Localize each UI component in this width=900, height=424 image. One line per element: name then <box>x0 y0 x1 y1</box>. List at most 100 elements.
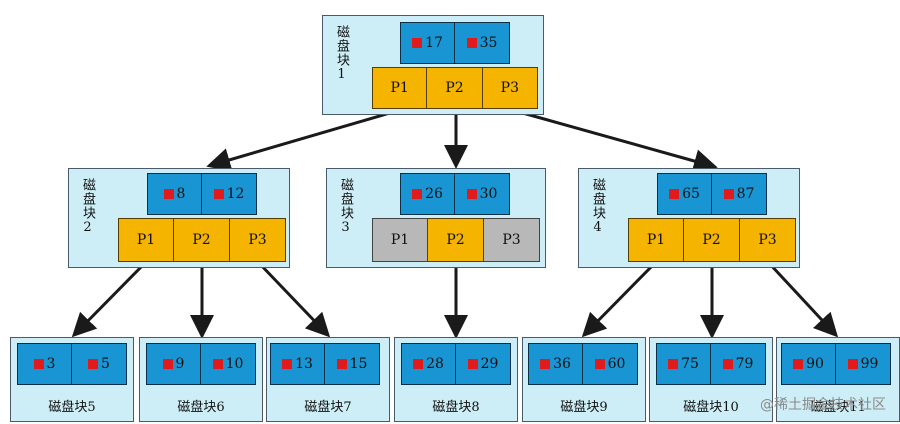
key-cell: 36 <box>528 343 583 385</box>
disk-block-label: 磁盘块1 <box>334 25 349 83</box>
disk-block-label: 磁盘块9 <box>560 400 608 415</box>
pointer-cell: P2 <box>684 218 740 262</box>
pointer-cell: P1 <box>118 218 174 262</box>
disk-block-label: 磁盘块2 <box>80 178 95 236</box>
key-cell: 3 <box>17 343 72 385</box>
key-value: 60 <box>607 356 626 372</box>
key-value: 36 <box>553 356 571 372</box>
pointer-arrow <box>256 260 331 338</box>
key-cell: 35 <box>455 22 510 64</box>
disk-block-label: 磁盘块11 <box>810 400 866 415</box>
key-cell: 60 <box>583 343 638 385</box>
key-cell: 65 <box>657 173 712 215</box>
key-value: 8 <box>176 186 186 202</box>
disk-block-label: 磁盘块10 <box>683 400 739 415</box>
marker-square-icon <box>669 189 680 199</box>
marker-square-icon <box>413 359 424 369</box>
key-cell: 79 <box>711 343 766 385</box>
marker-square-icon <box>162 359 173 369</box>
key-value: 35 <box>479 35 498 51</box>
pointer-cell: P3 <box>740 218 796 262</box>
key-cell: 75 <box>656 343 711 385</box>
key-row: 26 30 <box>400 173 510 215</box>
pointer-cell: P1 <box>372 218 428 262</box>
marker-square-icon <box>163 189 174 199</box>
pointer-cell: P3 <box>482 67 538 109</box>
marker-square-icon <box>723 189 734 199</box>
marker-square-icon <box>212 359 223 369</box>
marker-square-icon <box>213 189 224 199</box>
pointer-cell: P1 <box>628 218 684 262</box>
disk-block-label: 磁盘块6 <box>177 400 225 415</box>
pointer-cell: P2 <box>174 218 230 262</box>
key-value: 5 <box>101 356 110 372</box>
key-value: 10 <box>225 356 244 372</box>
key-value: 17 <box>425 35 443 51</box>
key-cell: 9 <box>146 343 201 385</box>
marker-square-icon <box>33 359 44 369</box>
marker-square-icon <box>336 359 347 369</box>
key-value: 87 <box>736 186 755 202</box>
key-row: 28 29 <box>401 343 511 385</box>
key-row: 90 99 <box>781 343 891 385</box>
key-value: 13 <box>295 356 313 372</box>
marker-square-icon <box>88 359 99 369</box>
key-cell: 87 <box>712 173 767 215</box>
marker-square-icon <box>412 38 423 48</box>
watermark: @稀土掘金技术社区 <box>760 397 886 413</box>
key-cell: 26 <box>400 173 455 215</box>
key-value: 29 <box>480 356 499 372</box>
marker-square-icon <box>412 189 423 199</box>
disk-block-label: 磁盘块8 <box>432 400 480 415</box>
key-cell: 12 <box>202 173 257 215</box>
pointer-cell: P1 <box>372 67 428 109</box>
key-cell: 15 <box>325 343 380 385</box>
key-cell: 13 <box>270 343 325 385</box>
key-value: 30 <box>479 186 498 202</box>
key-value: 15 <box>349 356 368 372</box>
key-cell: 90 <box>781 343 836 385</box>
key-value: 79 <box>735 356 754 372</box>
marker-square-icon <box>540 359 551 369</box>
key-cell: 10 <box>201 343 256 385</box>
pointer-cell: P2 <box>428 218 484 262</box>
key-value: 28 <box>426 356 444 372</box>
marker-square-icon <box>467 359 478 369</box>
key-row: 36 60 <box>528 343 638 385</box>
key-row: 75 79 <box>656 343 766 385</box>
key-row: 65 87 <box>657 173 767 215</box>
marker-square-icon <box>466 38 477 48</box>
key-value: 90 <box>806 356 824 372</box>
pointer-cell: P2 <box>427 67 483 109</box>
key-value: 99 <box>860 356 879 372</box>
pointer-arrow <box>206 108 401 172</box>
marker-square-icon <box>282 359 293 369</box>
key-row: 13 15 <box>270 343 380 385</box>
marker-square-icon <box>594 359 605 369</box>
marker-square-icon <box>847 359 858 369</box>
marker-square-icon <box>466 189 477 199</box>
key-cell: 28 <box>401 343 456 385</box>
key-row: 8 12 <box>147 173 257 215</box>
key-row: 9 10 <box>146 343 256 385</box>
key-cell: 29 <box>456 343 511 385</box>
disk-block-label: 磁盘块7 <box>304 400 352 415</box>
disk-block-label: 磁盘块5 <box>48 400 96 415</box>
pointer-arrow <box>581 260 658 338</box>
key-value: 26 <box>425 186 443 202</box>
marker-square-icon <box>722 359 733 369</box>
key-value: 12 <box>226 186 245 202</box>
key-value: 3 <box>46 356 56 372</box>
key-cell: 30 <box>455 173 510 215</box>
pointer-arrow <box>511 108 718 173</box>
key-cell: 8 <box>147 173 202 215</box>
key-cell: 17 <box>400 22 455 64</box>
marker-square-icon <box>668 359 679 369</box>
